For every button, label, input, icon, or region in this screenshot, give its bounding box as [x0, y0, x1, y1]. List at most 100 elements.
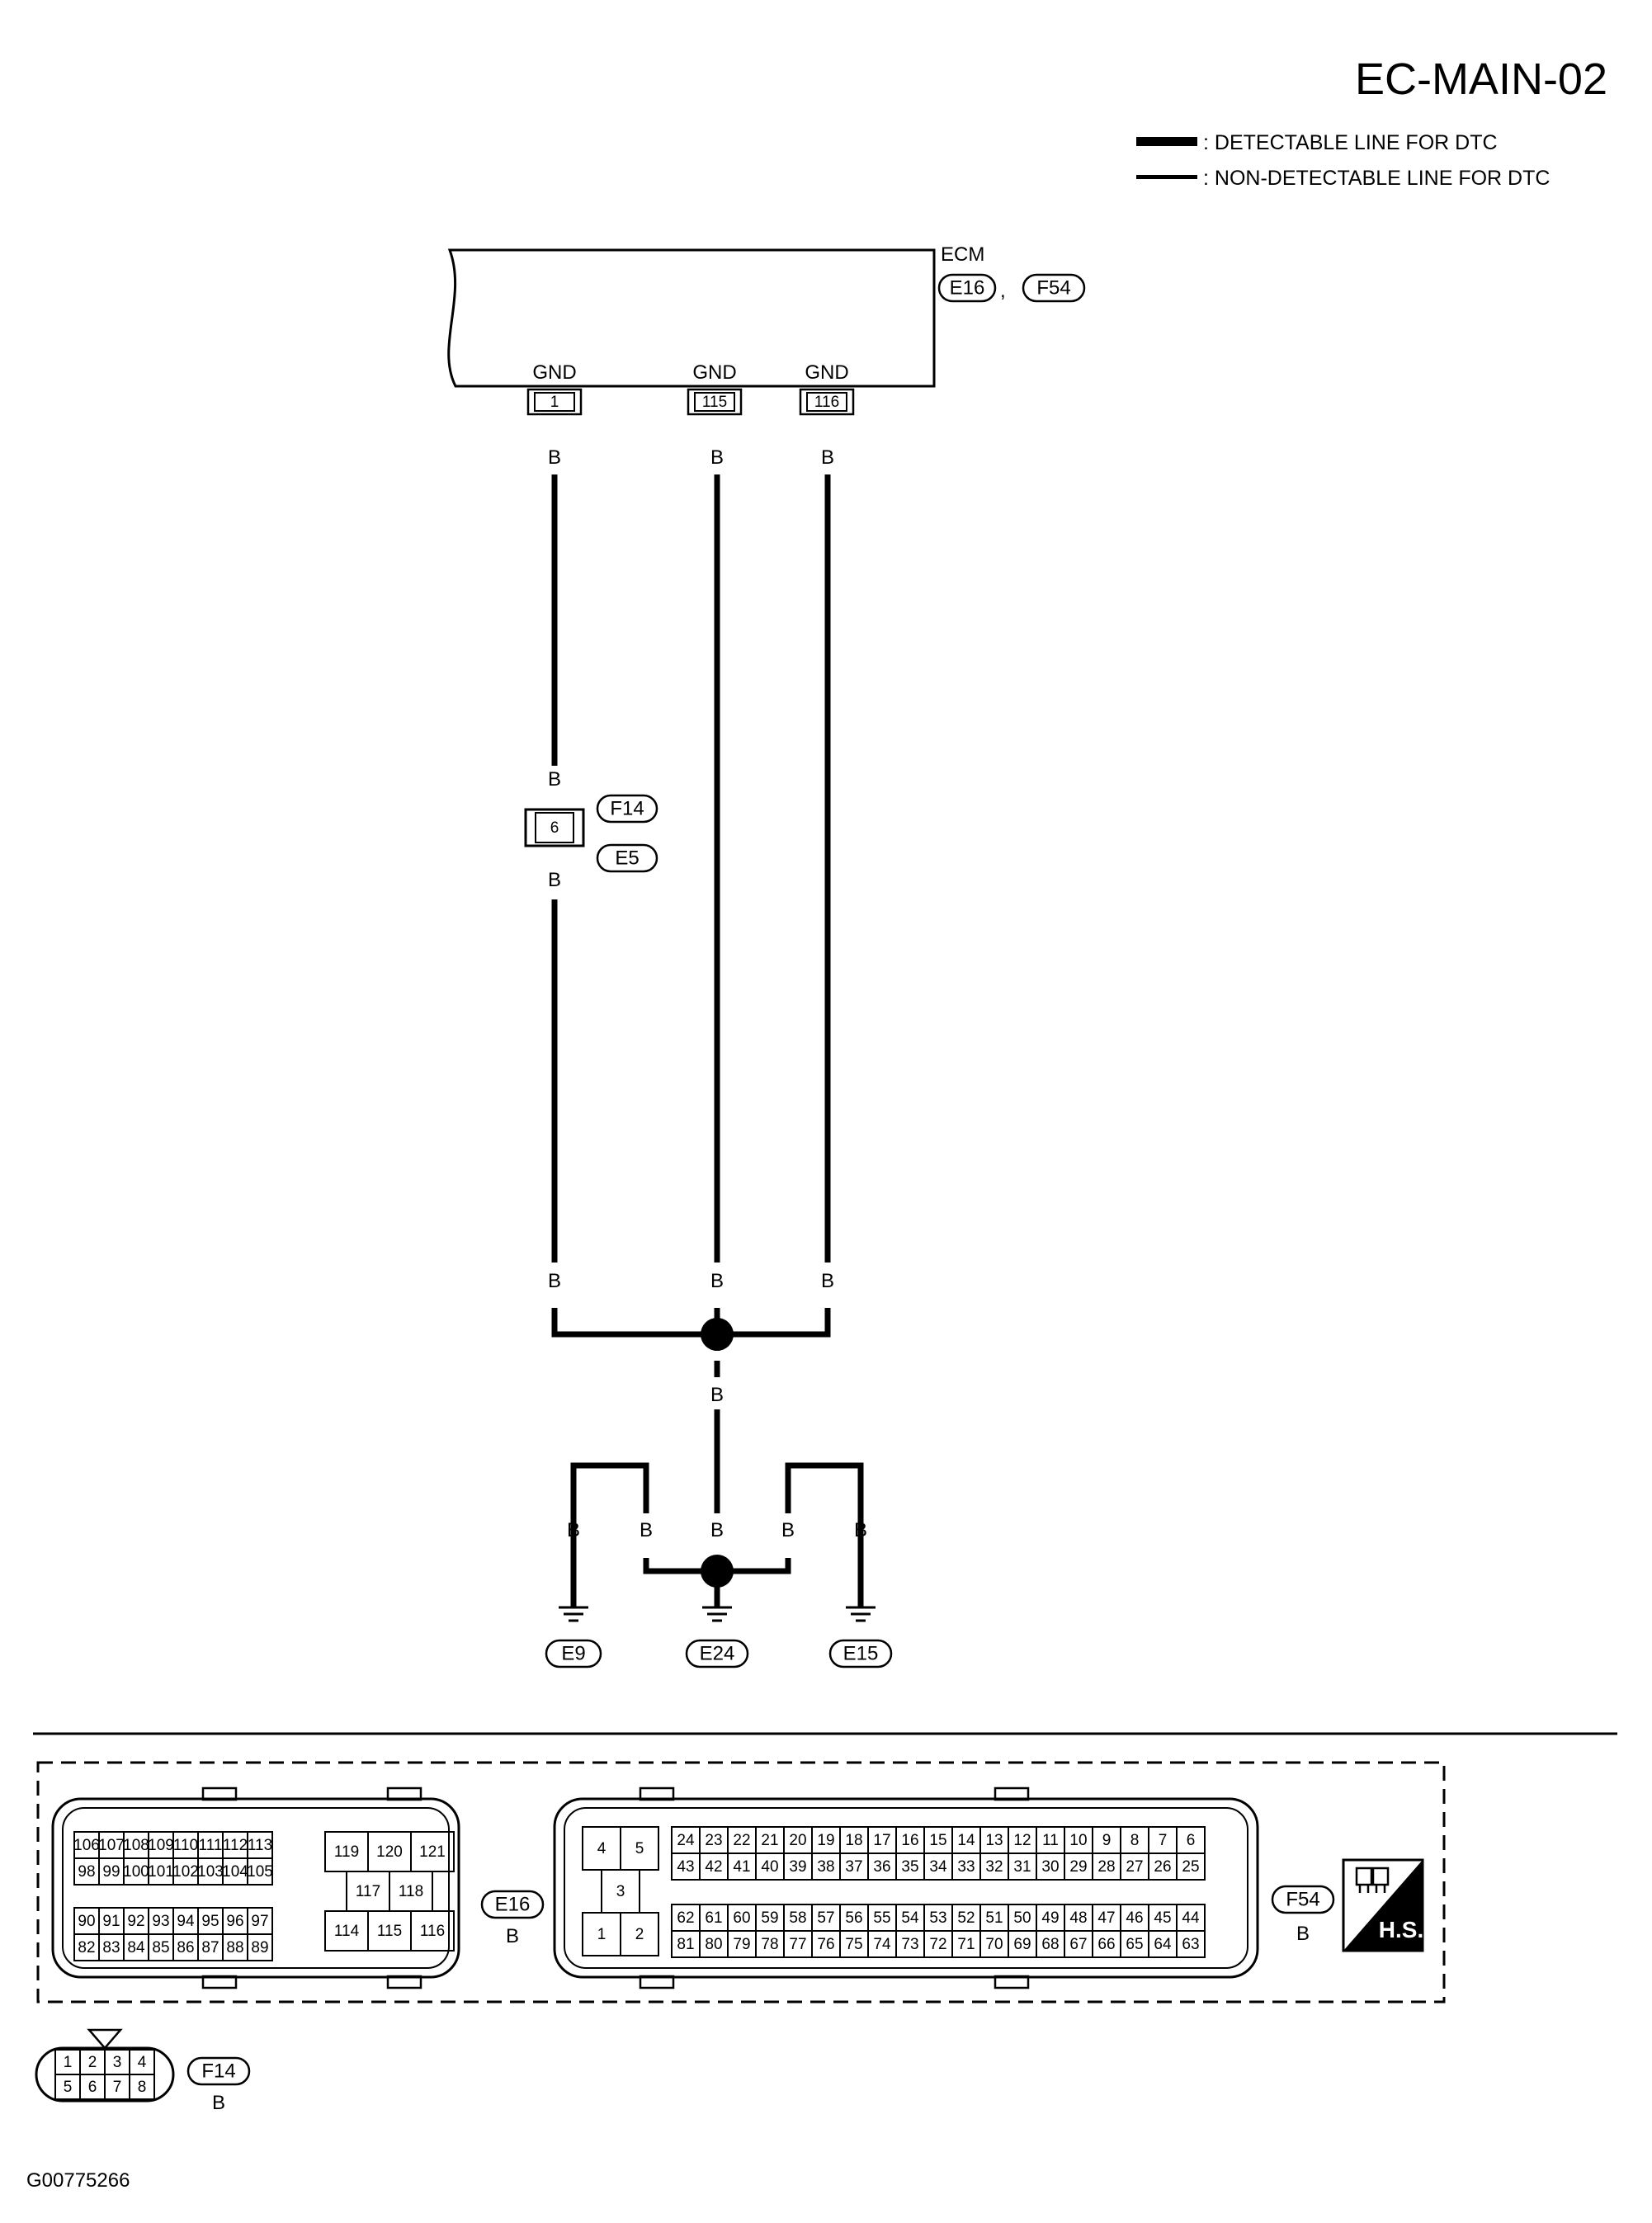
pin-label: 33 [957, 1858, 975, 1876]
pin-label: 110 [173, 1837, 198, 1854]
pin-label: 73 [901, 1936, 918, 1953]
wire-color: B [548, 1270, 561, 1292]
terminal-pin: 1 [550, 394, 559, 411]
pin-label: 6 [1187, 1832, 1196, 1849]
pin-label: 54 [901, 1909, 919, 1927]
legend-detectable-label: : DETECTABLE LINE FOR DTC [1203, 131, 1498, 154]
pin-label: 76 [817, 1936, 834, 1953]
pin-label: 85 [152, 1939, 169, 1956]
pin-label: 82 [78, 1939, 95, 1956]
pin-label: 61 [705, 1909, 722, 1927]
pin-label: 45 [1154, 1909, 1171, 1927]
page-title: EC-MAIN-02 [1355, 54, 1607, 104]
legend-detectable-swatch [1136, 137, 1197, 146]
pin-label: 94 [177, 1913, 195, 1930]
pin-label: 7 [1159, 1832, 1168, 1849]
pin-label: 48 [1069, 1909, 1087, 1927]
pin-label: 50 [1013, 1909, 1031, 1927]
pin-label: 4 [597, 1840, 607, 1857]
wire-color: B [854, 1519, 867, 1541]
pin-label: 121 [419, 1843, 446, 1861]
pin-label: 101 [148, 1863, 174, 1881]
legend-non-detectable-swatch [1136, 175, 1197, 179]
ecm-terminal-116: GND 116 [799, 361, 855, 416]
ecm-connector-separator: , [1000, 280, 1006, 302]
pin-label: 90 [78, 1913, 95, 1930]
wire-color: B [548, 869, 561, 891]
pin-label: 3 [113, 2054, 122, 2071]
pin-label: 46 [1126, 1909, 1143, 1927]
pin-label: 21 [761, 1832, 778, 1849]
wire-color: B [781, 1519, 795, 1541]
pin-label: 9 [1102, 1832, 1112, 1849]
pin-label: 98 [78, 1863, 95, 1881]
wire-color: B [821, 1270, 834, 1292]
pin-label: 109 [148, 1837, 174, 1854]
pin-label: 38 [817, 1858, 834, 1876]
pin-label: 81 [677, 1936, 694, 1953]
pin-label: 96 [226, 1913, 243, 1930]
pin-label: 119 [334, 1843, 359, 1861]
pin-label: 68 [1041, 1936, 1059, 1953]
figure-code: G00775266 [26, 2169, 130, 2192]
pin-label: 5 [635, 1840, 644, 1857]
pin-label: 103 [197, 1863, 224, 1881]
wire-color: B [710, 1270, 724, 1292]
pin-label: 75 [845, 1936, 862, 1953]
pin-label: 16 [901, 1832, 918, 1849]
pin-label: 72 [929, 1936, 946, 1953]
f14-color: B [212, 2092, 225, 2114]
ecm-terminal-1: GND 1 [526, 361, 583, 416]
pin-label: 83 [102, 1939, 120, 1956]
pin-label: 42 [705, 1858, 722, 1876]
junction-connector-e5: E5 [615, 847, 639, 869]
pin-label: 92 [127, 1913, 144, 1930]
pin-label: 56 [845, 1909, 862, 1927]
hs-badge: H.S. [1342, 1858, 1424, 1952]
pin-label: 22 [733, 1832, 750, 1849]
pin-label: 1 [597, 1926, 607, 1943]
pin-label: 59 [761, 1909, 778, 1927]
wire-color: B [567, 1519, 580, 1541]
terminal-pin: 116 [814, 394, 839, 411]
pin-label: 79 [733, 1936, 750, 1953]
pin-label: 47 [1097, 1909, 1115, 1927]
pin-label: 63 [1182, 1936, 1199, 1953]
pin-label: 113 [248, 1837, 272, 1854]
pin-label: 6 [88, 2079, 97, 2096]
pin-label: 117 [356, 1883, 380, 1900]
pin-label: 34 [929, 1858, 947, 1876]
pin-cell [410, 1910, 455, 1952]
pin-label: 3 [616, 1883, 625, 1900]
junction-connector: 6 F14 E5 [524, 794, 658, 873]
pin-label: 37 [845, 1858, 862, 1876]
pin-label: 87 [201, 1939, 219, 1956]
pin-label: 17 [873, 1832, 890, 1849]
pin-label: 8 [1130, 1832, 1140, 1849]
pin-label: 89 [251, 1939, 268, 1956]
pin-label: 66 [1097, 1936, 1115, 1953]
pin-label: 8 [138, 2079, 147, 2096]
wire-color: B [548, 768, 561, 791]
junction-pin: 6 [550, 819, 559, 837]
pin-cell [1176, 1930, 1206, 1958]
ecm-connector-e16: E16 [950, 276, 985, 299]
pin-label: 51 [985, 1909, 1003, 1927]
pin-label: 36 [873, 1858, 890, 1876]
pin-label: 39 [789, 1858, 806, 1876]
pin-label: 111 [199, 1837, 223, 1854]
pin-label: 40 [761, 1858, 778, 1876]
terminal-name: GND [692, 361, 736, 384]
pin-label: 69 [1013, 1936, 1031, 1953]
pin-label: 118 [399, 1883, 423, 1900]
pin-label: 4 [138, 2054, 147, 2071]
pin-label: 12 [1013, 1832, 1031, 1849]
pin-label: 53 [929, 1909, 946, 1927]
ground-e15-label: E15 [843, 1642, 879, 1664]
pin-label: 7 [113, 2079, 122, 2096]
wire-color: B [710, 1384, 724, 1406]
pin-label: 107 [98, 1837, 125, 1854]
f54-color: B [1296, 1923, 1310, 1945]
terminal-name: GND [805, 361, 848, 384]
